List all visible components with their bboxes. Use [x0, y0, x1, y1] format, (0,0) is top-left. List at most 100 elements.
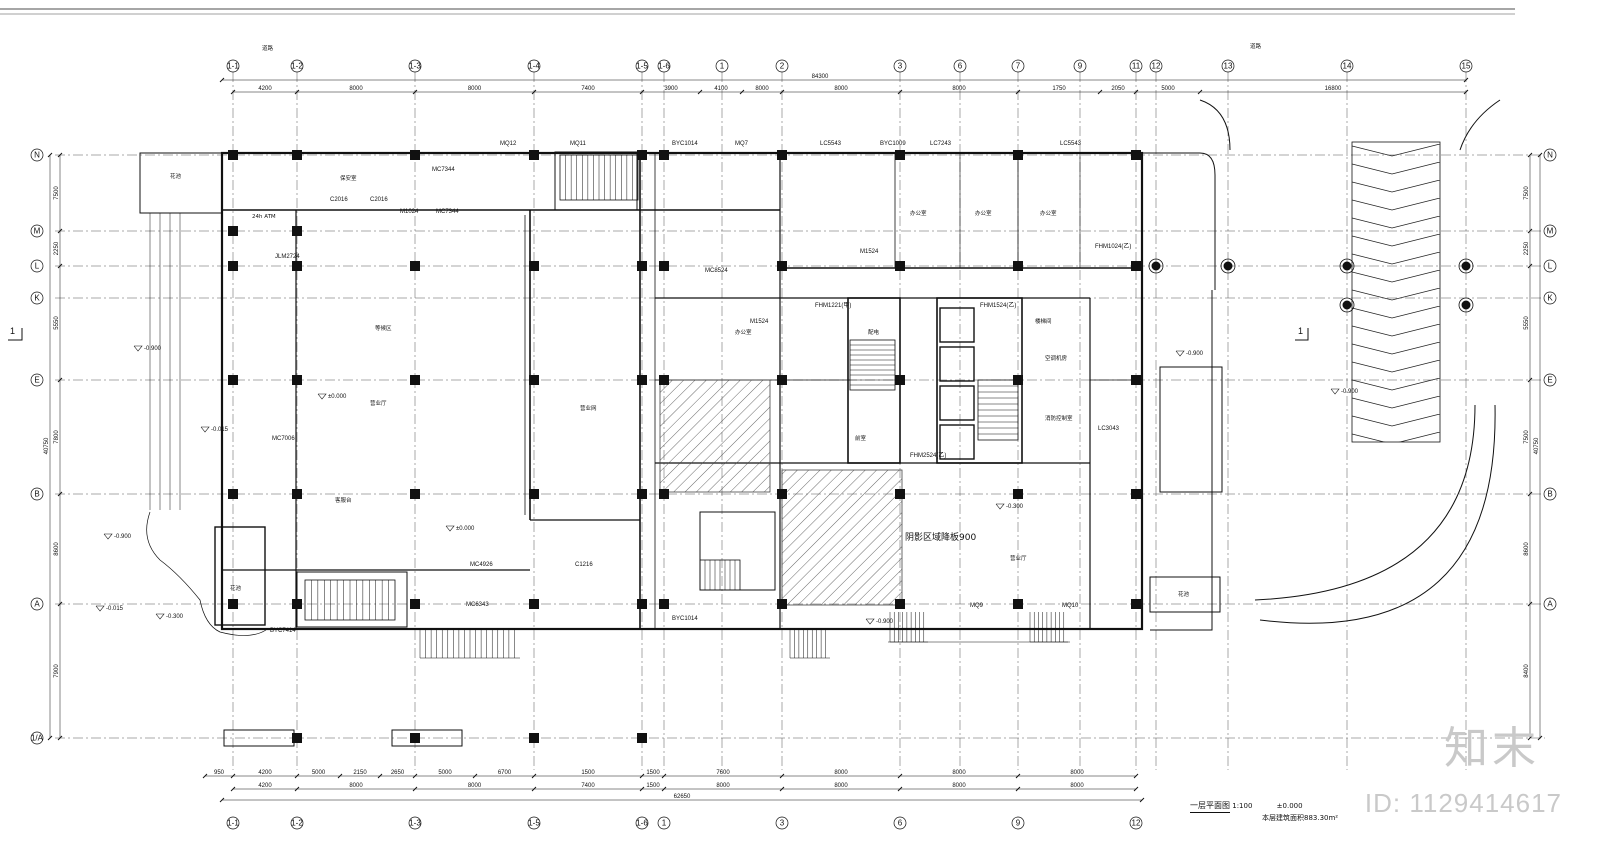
dimension-value: 8000: [1070, 783, 1084, 789]
axis-label: 1-3: [409, 819, 421, 828]
dimension-value: 1500: [646, 783, 660, 789]
axis-bubble: 1-6: [657, 59, 671, 73]
room-label: 营业厅: [370, 399, 387, 407]
column: [529, 733, 539, 743]
structural-columns: [223, 150, 1141, 747]
dimension-value: 1500: [646, 770, 660, 776]
axis-bubble: K: [1543, 291, 1557, 305]
elevation-value: -0.900: [144, 346, 162, 352]
column: [410, 261, 420, 271]
door-code: MC7344: [432, 167, 455, 173]
column: [1131, 261, 1141, 271]
axis-label: B: [1547, 490, 1552, 499]
elevation-mark: -0.300: [995, 503, 1024, 510]
dimension-value: 16800: [1325, 86, 1342, 92]
bench: [223, 729, 295, 747]
axis-label: 15: [1462, 62, 1471, 71]
room-label: 24h ATM: [252, 214, 276, 220]
room-label: 消防控制室: [1045, 414, 1073, 422]
dimension-value: 4100: [714, 86, 728, 92]
door-code: FHM1221(甲): [815, 302, 851, 309]
door-code: MQ12: [500, 141, 517, 147]
dimension-value: 8000: [755, 86, 769, 92]
dimension-value: 8000: [468, 86, 482, 92]
dimension-value: 4200: [258, 783, 272, 789]
door-code: MQ11: [570, 141, 587, 147]
elevation-mark: -0.900: [1175, 350, 1204, 357]
column: [895, 489, 905, 499]
dimension-total: 62650: [674, 794, 691, 800]
axis-label: 1-1: [227, 62, 239, 71]
dimension-value: 2050: [1111, 86, 1125, 92]
round-column-ring: [1458, 258, 1474, 274]
column: [410, 733, 420, 743]
dimension-value: 8600: [1524, 542, 1530, 556]
axis-bubble: 7: [1011, 59, 1025, 73]
column: [1013, 261, 1023, 271]
column: [292, 261, 302, 271]
elevation-mark: ±0.000: [445, 525, 475, 532]
axis-label: 7: [1016, 62, 1021, 71]
column: [529, 375, 539, 385]
axis-label: A: [1547, 600, 1553, 609]
axis-bubble: 12: [1129, 816, 1143, 830]
column: [228, 375, 238, 385]
dimension-value: 8000: [952, 86, 966, 92]
elevation-mark: -0.015: [95, 605, 124, 612]
axis-label: 1-6: [636, 819, 648, 828]
door-code: MC7344: [436, 209, 459, 215]
axis-label: M: [1547, 227, 1554, 236]
axis-label: 1-6: [658, 62, 670, 71]
elevation-value: -0.015: [211, 427, 229, 433]
elevation-mark: -0.900: [103, 533, 132, 540]
axis-label: 13: [1224, 62, 1233, 71]
column: [777, 599, 787, 609]
room-label: 配电: [868, 328, 880, 336]
axis-bubble: A: [1543, 597, 1557, 611]
elevation-value: -0.900: [1341, 389, 1359, 395]
room-label: 空调机房: [1045, 354, 1068, 362]
axis-label: 6: [898, 819, 903, 828]
room-label: 花池: [170, 172, 182, 180]
column: [637, 375, 647, 385]
dimension-value: 8000: [468, 783, 482, 789]
column: [529, 150, 539, 160]
room-label: 保安室: [340, 174, 357, 182]
axis-bubble: 9: [1073, 59, 1087, 73]
axis-bubble: M: [30, 224, 44, 238]
dimension-value: 1500: [581, 770, 595, 776]
axis-bubble: 13: [1221, 59, 1235, 73]
dimension-value: 5000: [1161, 86, 1175, 92]
column: [777, 489, 787, 499]
axis-label: 9: [1078, 62, 1083, 71]
watermark-brand: 知末: [1444, 723, 1540, 774]
column: [895, 150, 905, 160]
axis-label: 1-5: [636, 62, 648, 71]
axis-bubble: K: [30, 291, 44, 305]
dimension-lines: [47, 77, 1543, 803]
door-code: LC5543: [1060, 141, 1082, 147]
elevation-mark: -0.300: [155, 613, 184, 620]
elevation-mark: ±0.000: [317, 393, 347, 400]
dimension-value: 8000: [834, 783, 848, 789]
column: [637, 150, 647, 160]
round-column: [1461, 300, 1471, 310]
axis-bubble: 9: [1011, 816, 1025, 830]
round-column: [1342, 300, 1352, 310]
dimension-total: 84300: [812, 74, 829, 80]
column: [1131, 375, 1141, 385]
watermark-id: ID: 1129414617: [1364, 788, 1562, 818]
axis-bubble: 6: [893, 816, 907, 830]
axis-label: L: [1548, 262, 1553, 271]
elevation-mark: -0.015: [200, 426, 229, 433]
column: [529, 261, 539, 271]
dimension-total: 40750: [1534, 437, 1540, 454]
axis-bubble: 12: [1149, 59, 1163, 73]
axis-label: 3: [780, 819, 785, 828]
door-code: LC3043: [1098, 426, 1120, 432]
axis-bubble: E: [30, 373, 44, 387]
door-code: MC4926: [470, 562, 493, 568]
axis-label: 1-2: [291, 62, 303, 71]
axis-label: M: [34, 227, 41, 236]
grid-lines: [55, 72, 1545, 770]
